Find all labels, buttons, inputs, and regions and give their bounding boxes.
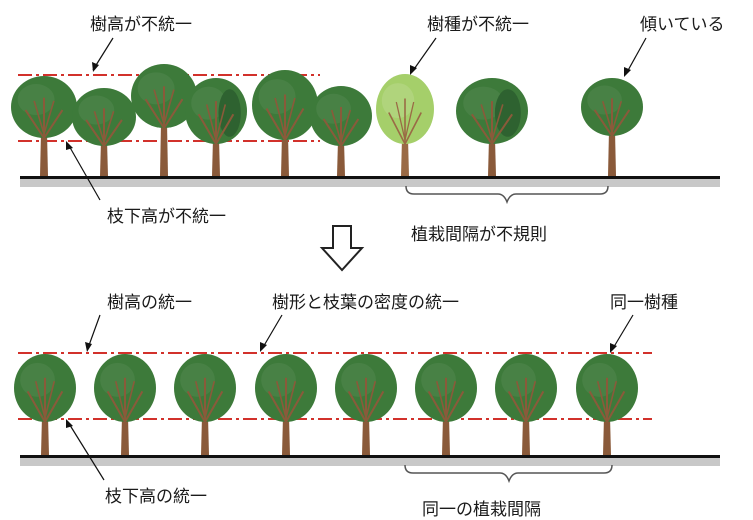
after-species-arrowhead	[610, 343, 617, 353]
after-ground-light	[20, 458, 720, 466]
before-species-arrow	[411, 37, 437, 73]
before-section: 樹高が不統一 樹種が不統一 傾いている 枝下高が不統一 植栽間隔が不規則	[11, 15, 725, 245]
tree-icon	[252, 70, 318, 176]
before-species-arrowhead	[410, 65, 417, 75]
before-branch-arrowhead	[66, 141, 73, 150]
double-tree-icon	[456, 78, 528, 176]
after-branch-arrow	[67, 421, 105, 481]
after-form-arrowhead	[260, 342, 267, 352]
before-spacing-label: 植栽間隔が不規則	[411, 225, 547, 245]
after-form-arrow	[261, 314, 283, 350]
tree-icon	[581, 78, 643, 176]
uniform-tree-icon-2	[94, 354, 156, 455]
before-tree-row	[11, 64, 643, 176]
light-tree-icon	[376, 74, 434, 176]
after-branch-arrowhead	[66, 419, 73, 428]
before-spacing-brace	[405, 185, 609, 205]
after-species-label: 同一樹種	[610, 293, 678, 313]
before-tilt-arrowhead	[624, 67, 631, 77]
uniform-tree-icon-8	[576, 354, 638, 455]
uniform-tree-icon-6	[415, 354, 477, 455]
after-section: 樹高の統一 樹形と枝葉の密度の統一 同一樹種 枝下高の統一 同一の植栽間隔	[14, 293, 720, 520]
uniform-tree-icon-5	[335, 354, 397, 455]
after-spacing-brace	[404, 464, 613, 484]
uniform-tree-icon-3	[174, 354, 236, 455]
tree-icon	[185, 78, 247, 176]
before-height-arrowhead	[92, 62, 99, 72]
after-spacing-label: 同一の植栽間隔	[422, 500, 541, 520]
before-branch-arrow	[67, 143, 101, 201]
before-ground-light	[20, 179, 720, 187]
uniform-tree-icon-7	[495, 354, 557, 455]
after-tree-row	[14, 354, 638, 455]
tree-icon	[131, 64, 197, 176]
after-height-arrowhead	[85, 342, 92, 352]
tree-icon	[72, 88, 136, 176]
before-height-label: 樹高が不統一	[90, 15, 192, 35]
before-branch-label: 枝下高が不統一	[107, 207, 226, 227]
after-height-label: 樹高の統一	[107, 293, 192, 313]
after-height-arrow	[87, 314, 101, 349]
after-ground-line	[20, 455, 720, 458]
after-form-label: 樹形と枝葉の密度の統一	[272, 293, 459, 313]
tree-icon	[310, 86, 372, 176]
uniform-tree-icon-4	[255, 354, 317, 455]
before-tilt-label: 傾いている	[640, 15, 725, 35]
after-branch-label: 枝下高の統一	[105, 487, 207, 507]
before-ground-line	[20, 176, 720, 179]
hollow-down-arrow-icon	[319, 225, 365, 272]
after-species-arrow	[611, 314, 634, 351]
before-species-label: 樹種が不統一	[427, 15, 529, 35]
tree-icon	[11, 76, 77, 176]
before-tilt-arrow	[625, 37, 647, 75]
uniform-tree-icon-1	[14, 354, 76, 455]
